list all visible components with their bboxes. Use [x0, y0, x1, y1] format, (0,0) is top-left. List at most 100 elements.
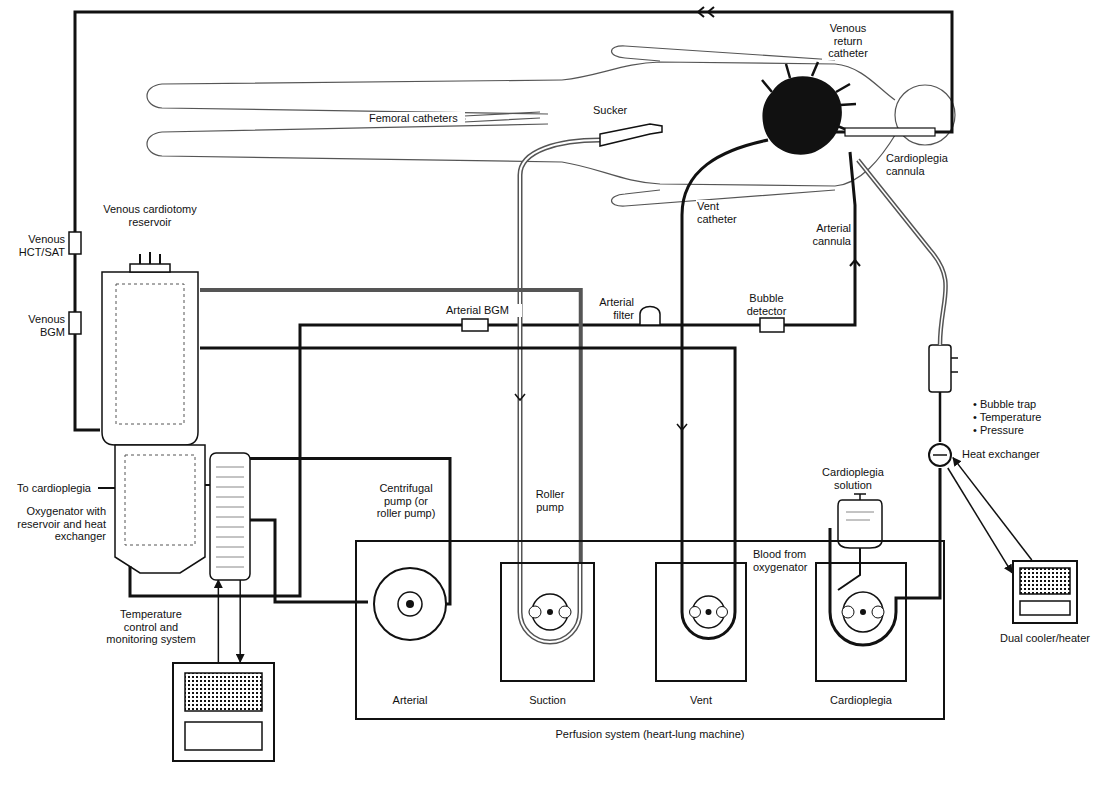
part-label: • Bubble trap: [972, 398, 1064, 411]
venous-line: [75, 12, 952, 430]
exchanger-fin: [216, 567, 244, 568]
leg-outline: [147, 124, 562, 162]
roller: [559, 606, 571, 618]
part-label: Bubble detector: [738, 292, 795, 317]
roller: [529, 606, 541, 618]
exchanger-ring: [929, 444, 951, 466]
part-label: To cardioplegia: [16, 482, 98, 495]
exchanger-fin: [216, 467, 244, 468]
part-label: Cardioplegia cannula: [885, 152, 953, 177]
control-panel: [185, 722, 262, 750]
part-label: Sucker: [592, 104, 634, 117]
tubing-connector: [200, 290, 581, 562]
reservoir-cap: [130, 264, 170, 272]
roller: [717, 607, 728, 618]
node-label: Suction: [500, 694, 595, 707]
roller-pump-box: Vent: [655, 562, 747, 682]
node-outline: [110, 445, 250, 580]
rotor-hub: [860, 609, 866, 615]
cardioplegia-tube: [858, 160, 946, 345]
part-label: Roller pump: [530, 488, 570, 513]
reservoir-ports: [140, 252, 160, 264]
tubing-connector: [907, 468, 940, 598]
reservoir-filter: [116, 284, 184, 424]
arm-outline: [612, 46, 836, 61]
flow-chevron: [677, 424, 687, 430]
tubing-connector: [200, 348, 735, 562]
great-vessels: [762, 62, 856, 132]
solution-line: [838, 548, 860, 590]
flow-arrow: [953, 458, 1032, 560]
torso-outline: [562, 62, 895, 100]
patient-body: [147, 46, 955, 206]
vent-catheter: [682, 140, 768, 562]
part-label: • Pressure: [972, 424, 1064, 437]
pump-impeller: [398, 592, 422, 616]
flow-arrow: [948, 468, 1012, 573]
node-label: Heat exchanger: [962, 448, 1042, 461]
roller: [690, 607, 701, 618]
roller: [842, 606, 854, 618]
part-label: • Temperature: [972, 411, 1064, 424]
cardioplegia-line: [939, 392, 942, 442]
control-unit-box: Temperature control and monitoring syste…: [172, 662, 275, 762]
node-outline: [368, 560, 452, 644]
bubble-trap: [929, 345, 951, 392]
bag-hanger: [854, 494, 866, 500]
flow-arrow: [239, 580, 241, 662]
part-label: Venous HCT/SAT: [14, 233, 66, 258]
arterial-filter: [640, 307, 660, 326]
leg-outline: [147, 80, 562, 114]
suction-tube: [520, 140, 600, 562]
venous-bgm-sensor: [69, 312, 81, 334]
exchanger-fin: [216, 527, 244, 528]
sucker-handle: [600, 124, 662, 146]
node-outline: [927, 442, 953, 468]
exchanger-fin: [216, 507, 244, 508]
pump-hub: [406, 600, 414, 608]
heart: [762, 76, 841, 154]
part-label: Centrifugal pump (or roller pump): [372, 482, 440, 520]
vent-pump-tube: [682, 562, 735, 639]
hct-sat-sensor: [69, 232, 81, 254]
oxygenator-outlet: [129, 566, 132, 580]
rotor-hub: [706, 609, 712, 615]
oxygenator-node: Oxygenator with reservoir and heat excha…: [110, 445, 250, 580]
part-label: Cardioplegia solution: [820, 466, 886, 491]
flow-chevrons: [698, 7, 714, 17]
node-outline: [100, 262, 200, 445]
tubing-connector: [250, 520, 368, 602]
exchanger-fin: [216, 477, 244, 478]
pump-inlet: [446, 560, 450, 604]
part-label: Femoral catheters: [368, 112, 465, 125]
part-label: Vent catheter: [696, 200, 746, 225]
flow-chevron: [515, 394, 525, 400]
suction-tube-bore: [520, 140, 600, 562]
heat-exchanger: Heat exchanger: [927, 442, 953, 468]
exchanger-fin: [216, 557, 244, 558]
node-label: Dual cooler/heater: [995, 632, 1095, 645]
part-label: Arterial BGM: [445, 304, 522, 317]
oxygenator-reservoir: [125, 455, 195, 545]
tubing-connector: [250, 459, 450, 561]
exchanger-fin: [216, 517, 244, 518]
rotor-hub: [547, 609, 553, 615]
part-label: Blood from oxygenator: [752, 548, 814, 573]
exchanger-fin: [216, 547, 244, 548]
heat-exchanger-cylinder: [210, 453, 250, 580]
bag-marks: [846, 512, 874, 520]
node-label: Temperature control and monitoring syste…: [106, 608, 196, 646]
exchanger-core: [933, 454, 947, 456]
monitor-screen: [185, 673, 262, 711]
control-panel: [1020, 601, 1070, 615]
exchanger-fin: [216, 537, 244, 538]
bubble-detector: [760, 318, 784, 332]
roller-pump-box: Suction: [500, 562, 595, 682]
roller: [872, 606, 884, 618]
node-label: Vent: [655, 694, 747, 707]
femoral-catheters: [464, 112, 540, 122]
part-label: Arterial cannula: [798, 222, 852, 247]
